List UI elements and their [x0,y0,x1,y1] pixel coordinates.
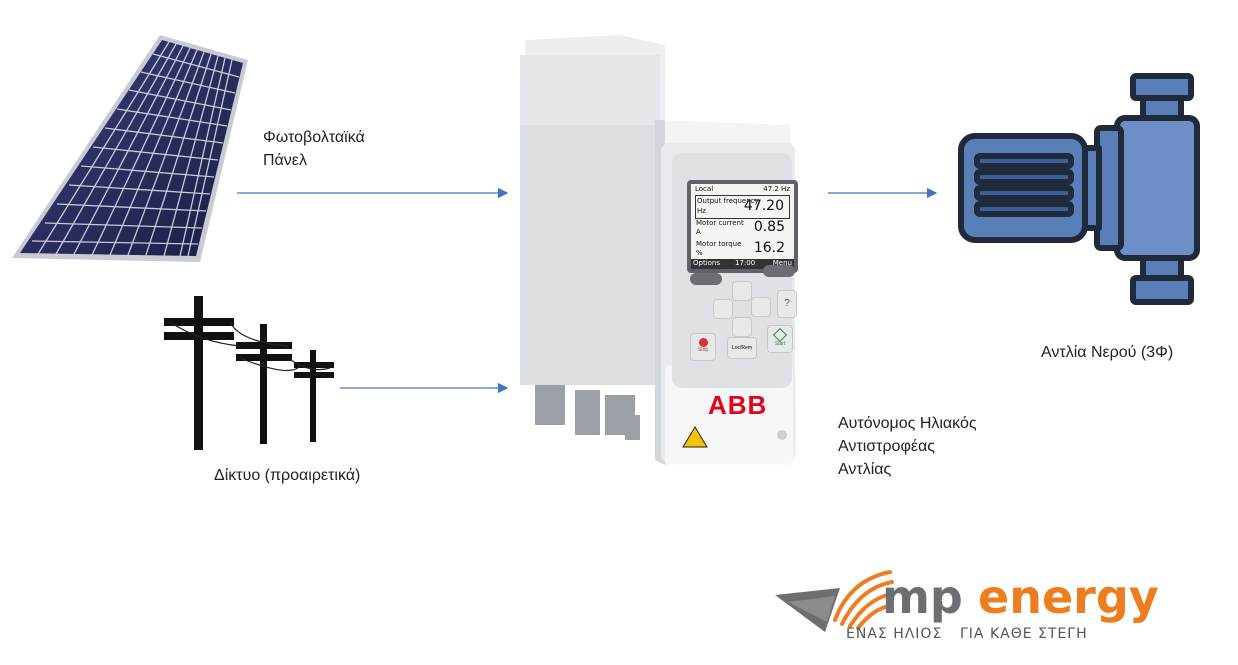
lcd-footer: Options 17:00 Menu [691,259,794,269]
logo-slogan-right: ΓΙΑ ΚΑΘΕ ΣΤΕΓΗ [960,626,1088,642]
stop-button[interactable]: Stop [690,333,716,361]
pv-panel-label: Φωτοβολταϊκά Πάνελ [263,126,365,172]
lcd-display: Local 47.2 Hz Output frequency Hz 47.20 … [687,180,798,273]
help-button[interactable]: ? [777,290,797,318]
lcd-row-torque: Motor torque % 16.2 [695,239,790,259]
pump-label: Αντλία Νερού (3Φ) [1041,344,1174,361]
grid-label: Δίκτυο (προαιρετικά) [214,467,361,484]
lcd-footer-right: Menu [772,259,792,267]
inverter-label-line-2: Αντιστροφέας [838,438,935,455]
lcd-header-right: 47.2 Hz [763,185,790,193]
lcd-footer-left: Options [693,259,721,267]
inverter-label: Αυτόνομος Ηλιακός Αντιστροφέας Αντλίας [838,412,977,481]
lcd-row-unit: A [696,228,701,236]
inverter-label-line-1: Αυτόνομος Ηλιακός [838,415,977,432]
loc-rem-label: Loc/Rem [731,345,752,351]
lcd-footer-center: 17:00 [735,259,756,267]
lcd-row-label: Motor current [696,219,744,227]
inverter-label-line-3: Αντλίας [838,461,892,478]
lcd-row-value: 47.20 [743,198,784,214]
loc-rem-button[interactable]: Loc/Rem [727,337,757,359]
water-pump-icon [958,73,1200,305]
abb-drive: Local 47.2 Hz Output frequency Hz 47.20 … [515,25,815,480]
lcd-row-unit: % [696,249,703,257]
lcd-row-frequency: Output frequency Hz 47.20 [695,195,790,219]
mp-energy-logo: mp energy ΕΝΑΣ ΗΛΙΟΣ ΓΙΑ ΚΑΘΕ ΣΤΕΓΗ [770,560,1190,650]
stop-label: Stop [697,347,709,353]
logo-slogan-left: ΕΝΑΣ ΗΛΙΟΣ [846,626,943,642]
utility-poles-image [164,296,334,450]
softkey-right[interactable] [763,265,795,277]
lcd-row-current: Motor current A 0.85 [695,218,790,238]
softkey-left[interactable] [690,273,722,285]
up-arrow-button[interactable] [732,281,752,301]
down-arrow-button[interactable] [732,317,752,337]
lcd-row-unit: Hz [697,207,706,215]
start-label: Start [774,341,786,347]
stop-icon [698,338,708,347]
lcd-row-value: 0.85 [753,219,785,235]
lcd-row-value: 16.2 [753,240,785,256]
logo-sun-graphic [775,570,894,632]
logo-energy: energy [978,570,1159,624]
abb-logo: ABB [708,390,768,420]
right-arrow-button[interactable] [751,297,771,317]
pv-label-line-1: Φωτοβολταϊκά [263,129,365,146]
pv-label-line-2: Πάνελ [263,152,307,169]
solar-panel-image [12,35,248,262]
start-button[interactable]: Start [767,325,793,353]
logo-mp: mp [882,570,963,624]
lcd-row-label: Output frequency [697,197,759,205]
start-icon [772,327,788,343]
lcd-header-left: Local [695,185,714,193]
help-label: ? [784,298,790,309]
left-arrow-button[interactable] [713,299,733,319]
lcd-row-label: Motor torque [696,240,742,248]
